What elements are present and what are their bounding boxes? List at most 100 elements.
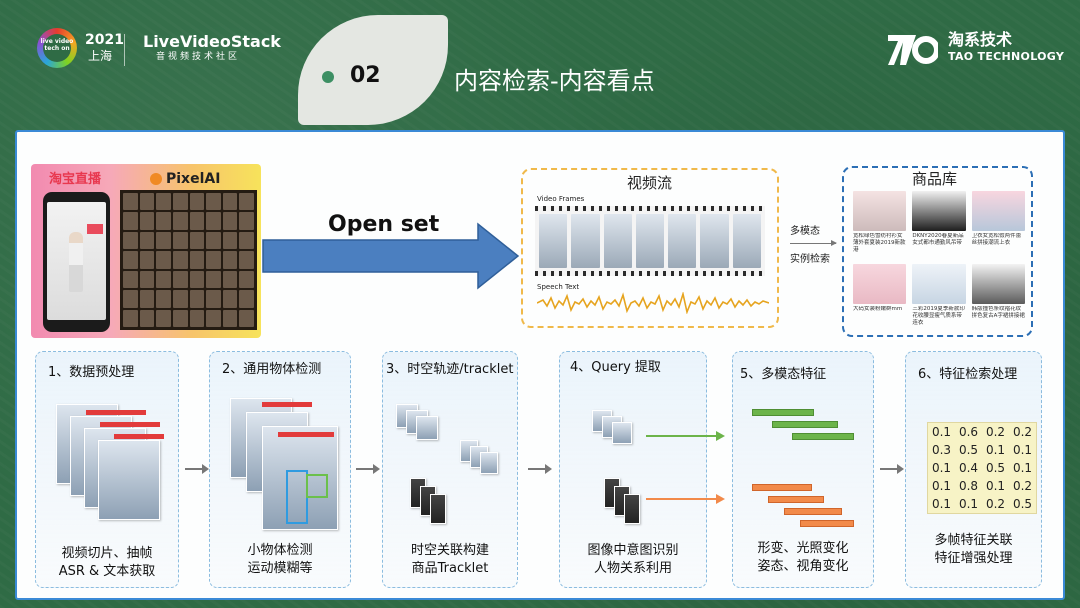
matrix-cell: 0.2 (1012, 479, 1033, 493)
matrix-cell: 0.1 (958, 497, 979, 511)
matrix-cell: 0.6 (958, 425, 979, 439)
product-image (912, 191, 966, 231)
step-5-caption: 形变、光照变化 姿态、视角变化 (757, 541, 849, 574)
green-feature-bar (772, 421, 838, 428)
product-image (971, 191, 1025, 231)
query-thumb (612, 422, 632, 444)
flow-arrow-icon (880, 464, 904, 474)
product-item[interactable]: 大码女装粉嫩群mm (853, 264, 907, 331)
orange-feature-bar (768, 496, 824, 503)
tracklet-thumb (480, 452, 498, 474)
subtitle-tag (114, 434, 164, 439)
company-name-en: TAO TECHNOLOGY (948, 50, 1065, 63)
matrix-cell: 0.1 (931, 461, 952, 475)
orange-arrow-icon (646, 494, 725, 504)
step-5-title: 5、多模态特征 (740, 367, 827, 382)
product-title: 宽松绿色雪纺衬衫女薄外套夏装2019新款港 (853, 233, 906, 253)
matrix-cell: 0.2 (985, 497, 1006, 511)
speech-waveform-icon (537, 292, 769, 314)
product-image (853, 264, 907, 304)
step-1-thumb (98, 440, 160, 520)
subtitle-tag (262, 402, 312, 407)
product-item[interactable]: 宽松绿色雪纺衬衫女薄外套夏装2019新款港 (853, 191, 907, 258)
promo-sticker (87, 224, 103, 234)
section-number: 02 (350, 63, 381, 88)
flow-arrow-icon (185, 464, 209, 474)
taobao-live-label: 淘宝直播 (49, 172, 102, 187)
multimodal-label: 多模态 (790, 226, 820, 237)
detection-box (306, 474, 328, 498)
matrix-cell: 0.5 (985, 461, 1006, 475)
matrix-cell: 0.5 (1012, 497, 1033, 511)
matrix-cell: 0.3 (931, 443, 952, 457)
event-logo-icon (37, 28, 77, 68)
step-2-caption: 小物体检测 运动模糊等 (247, 543, 313, 576)
big-blue-arrow-icon (262, 222, 520, 290)
product-image (971, 264, 1025, 304)
event-city: 上海 (88, 49, 113, 63)
instance-retrieval-label: 实例检索 (790, 254, 830, 265)
product-title: DKNY2020春夏新品女式都市通勤风吊带 (912, 233, 964, 246)
brand-name: LiveVideoStack (143, 32, 281, 51)
step-2-thumb (262, 426, 338, 530)
product-title: 三彩2019夏季新款印花收腰显瘦气质系带连衣 (912, 306, 965, 326)
open-set-label: Open set (328, 212, 440, 237)
phone-screen-image (47, 202, 106, 320)
tracklet-thumb (416, 416, 438, 440)
product-item[interactable]: 三彩2019夏季新款印花收腰显瘦气质系带连衣 (912, 264, 966, 331)
step-4-title: 4、Query 提取 (570, 360, 661, 375)
step-1-caption: 视频切片、抽帧 ASR & 文本获取 (58, 546, 156, 579)
product-title: 大码女装粉嫩群mm (853, 306, 903, 312)
matrix-cell: 0.1 (985, 443, 1006, 457)
matrix-cell: 0.1 (985, 479, 1006, 493)
video-stream-box (521, 168, 779, 328)
brand-subtitle: 音视频技术社区 (156, 52, 241, 62)
green-feature-bar (792, 433, 854, 440)
step-6-title: 6、特征检索处理 (918, 367, 1018, 382)
green-feature-bar (752, 409, 814, 416)
detection-box (286, 470, 308, 524)
video-filmstrip (535, 206, 765, 276)
matrix-cell: 0.1 (1012, 443, 1033, 457)
matrix-cell: 0.2 (985, 425, 1006, 439)
step-4-box (559, 351, 707, 588)
product-image (853, 191, 907, 231)
product-title: 韩版撞色条纹褶花纹拼色复古A字裙拼接裙 (971, 306, 1025, 319)
product-item[interactable]: 卫衣女宽松假两件蕾丝拼接潮流上衣 (971, 191, 1025, 258)
pixelai-icon (150, 173, 162, 185)
matrix-cell: 0.2 (1012, 425, 1033, 439)
multimodal-arrow-icon (790, 240, 837, 246)
slide-title: 内容检索-内容看点 (454, 67, 655, 95)
matrix-cell: 0.5 (958, 443, 979, 457)
orange-feature-bar (752, 484, 812, 491)
matrix-cell: 0.1 (931, 497, 952, 511)
pixelai-label: PixelAI (166, 171, 221, 187)
slide-header: live video tech on 2021 上海 LiveVideoStac… (0, 0, 1080, 125)
step-2-title: 2、通用物体检测 (222, 362, 322, 377)
flow-arrow-icon (528, 464, 552, 474)
matrix-cell: 0.1 (1012, 461, 1033, 475)
step-5-box (732, 351, 874, 588)
product-image (912, 264, 966, 304)
product-library-title: 商品库 (912, 170, 958, 188)
step-6-caption: 多帧特征关联 特征增强处理 (934, 533, 1013, 566)
step-4-caption: 图像中意图识别 人物关系利用 (587, 543, 679, 576)
matrix-cell: 0.4 (958, 461, 979, 475)
flow-arrow-icon (356, 464, 380, 474)
green-arrow-icon (646, 431, 725, 441)
speech-text-label: Speech Text (537, 283, 580, 291)
step-1-title: 1、数据预处理 (48, 365, 135, 380)
feature-matrix: 0.1 0.6 0.2 0.2 0.3 0.5 0.1 0.1 0.1 0.4 … (927, 422, 1037, 514)
step-3-caption: 时空关联构建 商品Tracklet (410, 543, 489, 576)
product-thumbnail-grid (120, 190, 257, 330)
step-3-title: 3、时空轨迹/tracklet (386, 362, 514, 377)
product-title: 卫衣女宽松假两件蕾丝拼接潮流上衣 (971, 233, 1022, 246)
product-library-box (842, 166, 1033, 337)
orange-feature-bar (800, 520, 854, 527)
subtitle-tag (100, 422, 160, 427)
product-item[interactable]: 韩版撞色条纹褶花纹拼色复古A字裙拼接裙 (971, 264, 1025, 331)
company-name-cn: 淘系技术 (948, 30, 1013, 49)
product-item[interactable]: DKNY2020春夏新品女式都市通勤风吊带 (912, 191, 966, 258)
query-thumb (624, 494, 640, 524)
section-dot-icon (322, 71, 334, 83)
